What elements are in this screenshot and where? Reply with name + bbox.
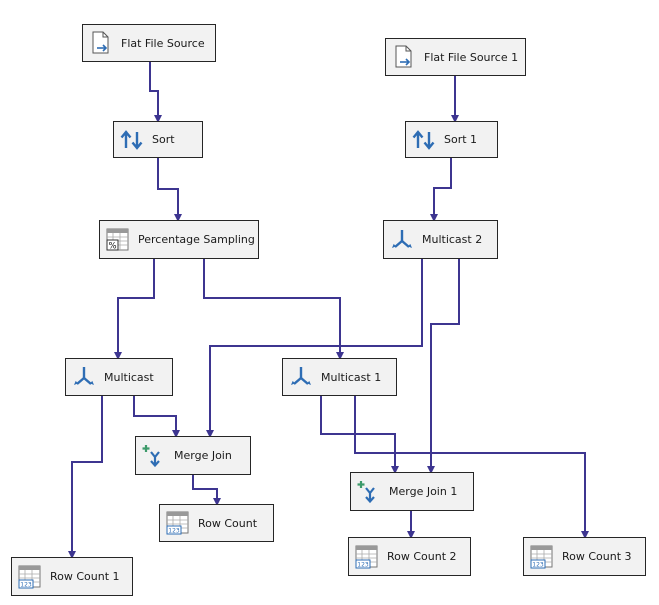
node-merge-join-1[interactable]: Merge Join 1 [350,472,474,511]
node-label: Multicast 1 [321,370,382,384]
node-percentage-sampling[interactable]: % Percentage Sampling [99,220,259,259]
node-row-count-3[interactable]: 123 Row Count 3 [523,537,646,576]
node-label: Sort [152,133,175,146]
multicast-icon [72,365,96,389]
percentage-sampling-icon: % [106,228,130,252]
node-row-count[interactable]: 123 Row Count [159,504,274,542]
node-multicast[interactable]: Multicast [65,358,173,396]
node-label: Sort 1 [444,133,478,146]
flat-file-icon [392,45,416,69]
svg-text:123: 123 [20,581,32,588]
row-count-icon: 123 [530,545,554,569]
svg-text:123: 123 [532,561,544,568]
data-path-mc2-to-mj[interactable] [206,259,423,438]
node-label: Multicast [104,370,154,384]
row-count-icon: 123 [355,545,379,569]
data-path-mj-to-rc[interactable] [192,475,221,506]
data-path-mc-to-rc1[interactable] [68,396,103,559]
node-label: Multicast 2 [422,233,483,246]
data-path-mc1-to-rc3[interactable] [354,396,589,539]
data-path-mc-to-mj[interactable] [133,396,180,438]
row-count-icon: 123 [18,565,42,589]
node-sort-1[interactable]: Sort 1 [405,121,498,158]
node-flat-file-source[interactable]: Flat File Source [82,24,216,62]
node-label: Row Count [198,516,258,530]
node-label: Row Count 3 [562,550,632,563]
node-sort[interactable]: Sort [113,121,203,158]
node-multicast-1[interactable]: Multicast 1 [282,358,397,396]
svg-text:123: 123 [357,561,369,568]
node-label: Merge Join 1 [389,485,458,498]
node-flat-file-source-1[interactable]: Flat File Source 1 [385,38,526,76]
data-path-mc1-to-mj1[interactable] [320,396,399,474]
row-count-icon: 123 [166,511,190,535]
node-label: Percentage Sampling [138,233,255,246]
svg-text:%: % [108,241,116,251]
data-path-pct-to-mc1[interactable] [203,259,344,360]
data-path-mc2-to-mj1[interactable] [427,259,460,474]
node-label: Row Count 2 [387,550,457,563]
flat-file-icon [89,31,113,55]
svg-text:123: 123 [168,528,180,535]
node-label: Flat File Source 1 [424,50,519,64]
data-path-pct-to-mc[interactable] [114,259,155,360]
node-row-count-2[interactable]: 123 Row Count 2 [348,537,471,576]
data-path-flat1-to-sort[interactable] [149,62,162,123]
multicast-icon [390,228,414,252]
node-label: Merge Join [174,449,232,462]
node-row-count-1[interactable]: 123 Row Count 1 [11,557,133,596]
node-multicast-2[interactable]: Multicast 2 [383,220,498,259]
merge-join-icon [357,480,381,504]
sort-icon [412,128,436,152]
multicast-icon [289,365,313,389]
merge-join-icon [142,444,166,468]
data-path-sort1-to-mc2[interactable] [430,158,452,222]
sort-icon [120,128,144,152]
node-merge-join[interactable]: Merge Join [135,436,251,475]
node-label: Row Count 1 [50,570,120,583]
data-path-sort-to-pct[interactable] [157,158,182,222]
node-label: Flat File Source [121,36,205,50]
